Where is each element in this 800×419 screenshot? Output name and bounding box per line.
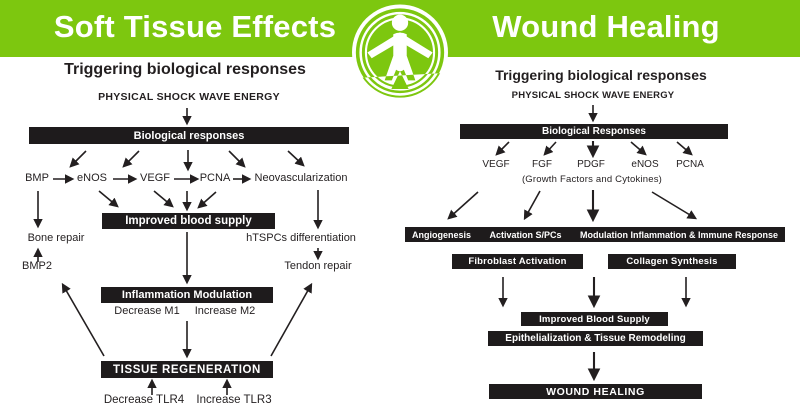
left-source-label: PHYSICAL SHOCK WAVE ENERGY <box>98 91 280 103</box>
arrow <box>228 150 246 168</box>
left-arrows <box>33 108 323 395</box>
arrow <box>543 141 557 156</box>
arrow <box>69 150 87 168</box>
left-subtitle: Triggering biological responses <box>64 61 306 78</box>
right-subtitle: Triggering biological responses <box>495 67 707 83</box>
node-increase-m2: Increase M2 <box>194 305 256 317</box>
arrow <box>122 150 140 168</box>
node-fgf: FGF <box>532 159 552 170</box>
node-vegf-right: VEGF <box>482 159 510 170</box>
node-htspcs: hTSPCs differentiation <box>246 232 356 244</box>
strip-angiogenesis: Angiogenesis <box>412 229 472 240</box>
right-bar-collagen-synthesis: Collagen Synthesis <box>608 254 736 269</box>
node-neovascularization: Neovascularization <box>254 172 348 184</box>
right-bar-wound-healing: WOUND HEALING <box>489 384 702 399</box>
node-bmp: BMP <box>25 172 49 184</box>
node-bone-repair: Bone repair <box>27 232 85 244</box>
node-bmp2: BMP2 <box>22 260 52 272</box>
node-enos-right: eNOS <box>631 159 659 170</box>
node-enos: eNOS <box>77 172 107 184</box>
right-bar-fibroblast-activation: Fibroblast Activation <box>452 254 583 269</box>
arrow <box>651 191 698 220</box>
left-bar-inflammation-modulation: Inflammation Modulation <box>101 287 273 303</box>
left-bar-tissue-regeneration: TISSUE REGENERATION <box>101 361 273 378</box>
growth-factors-caption: (Growth Factors and Cytokines) <box>521 174 663 185</box>
node-pdgf: PDGF <box>577 159 605 170</box>
arrow <box>270 282 313 357</box>
arrow <box>447 191 479 220</box>
left-section-title: Soft Tissue Effects <box>53 9 337 44</box>
arrow <box>523 190 541 221</box>
right-arrows <box>447 105 698 382</box>
node-decrease-tlr4: Decrease TLR4 <box>103 394 185 406</box>
node-tendon-repair: Tendon repair <box>284 260 352 272</box>
arrow <box>197 191 217 209</box>
right-bar-responses-strip: Angiogenesis Activation S/PCs Modulation… <box>405 227 785 242</box>
node-increase-tlr3: Increase TLR3 <box>196 394 272 406</box>
right-source-label: PHYSICAL SHOCK WAVE ENERGY <box>511 90 675 101</box>
node-decrease-m1: Decrease M1 <box>114 305 180 317</box>
arrow <box>676 141 693 156</box>
right-bar-epithelialization: Epithelialization & Tissue Remodeling <box>488 331 703 346</box>
node-pcna: PCNA <box>199 172 231 184</box>
right-section-title: Wound Healing <box>492 9 720 44</box>
right-bar-biological-responses: Biological Responses <box>460 124 728 139</box>
right-bar-improved-blood-supply: Improved Blood Supply <box>521 312 668 326</box>
left-bar-biological-responses: Biological responses <box>29 127 349 144</box>
strip-modulation: Modulation Inflammation & Immune Respons… <box>579 229 778 240</box>
arrow <box>495 141 510 156</box>
arrow <box>287 150 305 167</box>
arrow <box>98 190 119 208</box>
arrow <box>630 141 647 156</box>
node-vegf: VEGF <box>140 172 170 184</box>
node-pcna-right: PCNA <box>676 159 704 170</box>
family-figure-logo <box>352 4 448 101</box>
strip-activation: Activation S/PCs <box>489 229 562 240</box>
left-bar-improved-blood-supply: Improved blood supply <box>102 213 275 229</box>
arrow <box>61 282 105 357</box>
arrow <box>153 190 174 208</box>
